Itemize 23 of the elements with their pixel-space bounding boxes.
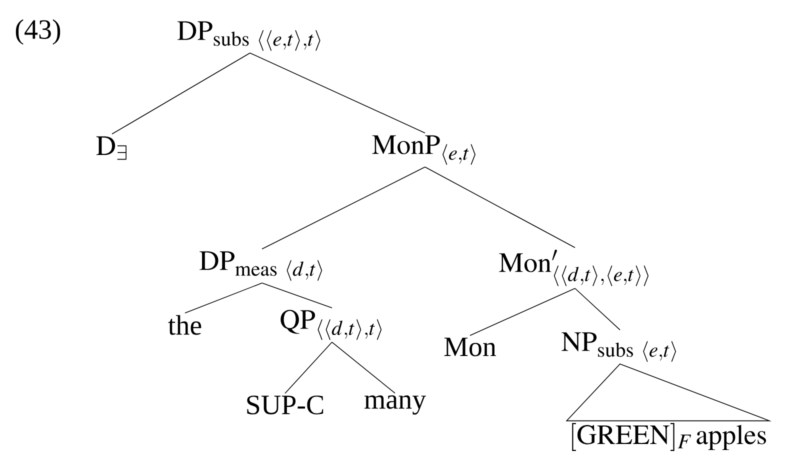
tree-node-label: $\mathrm{MonP}_{\langle e,t\rangle}$ bbox=[372, 135, 476, 165]
tree-node-label: $\mathrm{D}_{\exists}$ bbox=[96, 136, 126, 160]
branch-line bbox=[262, 282, 332, 308]
branch-line bbox=[284, 342, 332, 394]
branch-line bbox=[250, 52, 426, 134]
tree-node-label: many bbox=[364, 395, 426, 415]
branch-line bbox=[470, 288, 576, 336]
tree-node-label: $\mathrm{NP}_{\mathrm{subs}\ \langle e,t\rangle}$ bbox=[562, 332, 676, 362]
tree-node-label: SUP-C bbox=[247, 396, 324, 414]
tree-node-label: $\mathrm{DP}_{\mathrm{subs}\ \langle\langle e,t\rangle,t\rangle}$ bbox=[177, 21, 320, 51]
branch-line bbox=[332, 342, 396, 394]
tree-node-label: Mon bbox=[444, 338, 496, 356]
branch-line bbox=[424, 166, 576, 248]
tree-node-label: $\mathrm{Mon}'_{\langle\langle d,t\rangle,\langle e,t\rangle\rangle}$ bbox=[499, 250, 648, 286]
example-number: (43) bbox=[16, 19, 60, 45]
tree-node-label: $\mathrm{DP}_{\mathrm{meas}\ \langle d,t\rangle}$ bbox=[200, 251, 322, 281]
branch-line bbox=[262, 166, 426, 250]
tree-node-label: $\mathrm{QP}_{\langle\langle d,t\rangle,t\rangle}$ bbox=[280, 310, 382, 340]
tree-node-label: $[\mathrm{GREEN}]_{F}\,\mathrm{apples}$ bbox=[572, 423, 766, 451]
tree-node-label: the bbox=[168, 315, 202, 335]
branch-line bbox=[112, 52, 250, 134]
branch-line bbox=[574, 288, 620, 330]
branch-line bbox=[184, 282, 262, 314]
